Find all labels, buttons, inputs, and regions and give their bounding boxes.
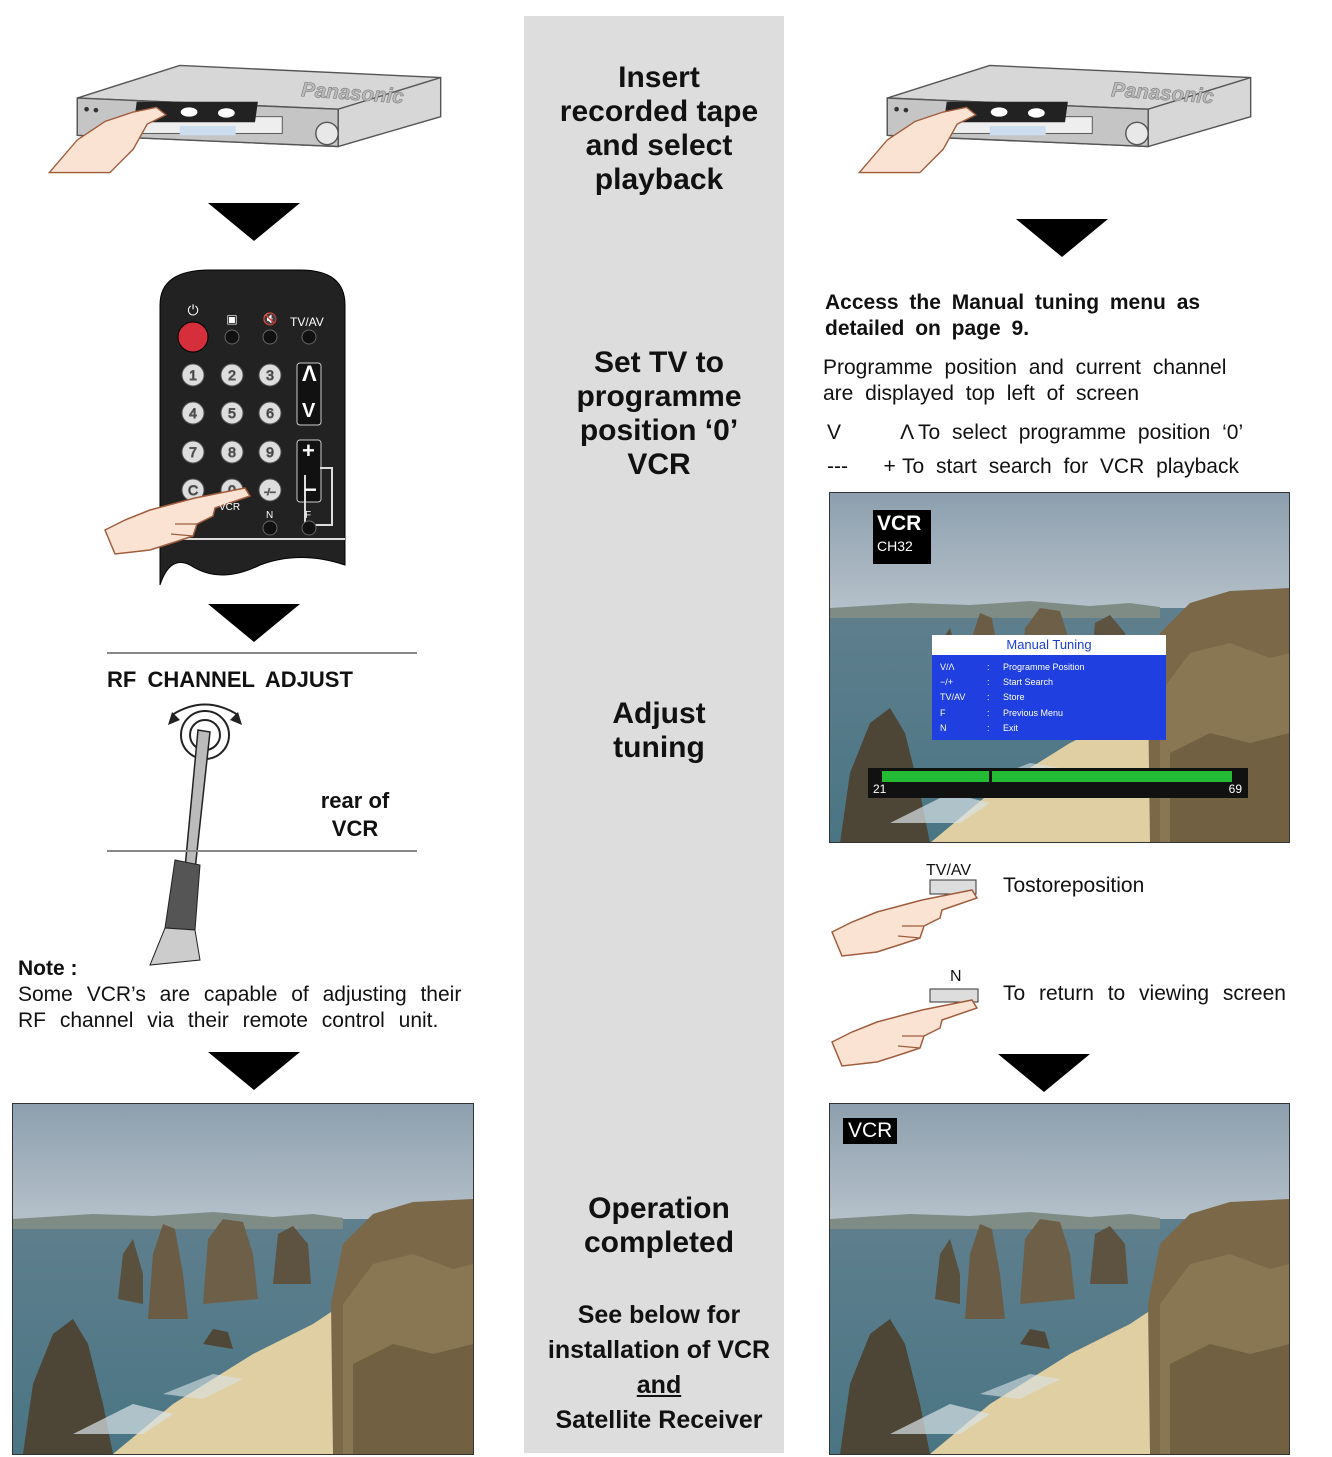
remote-key-label: 5 [228,405,236,421]
tv-screen-left [12,1103,474,1455]
remote-f-label: F [305,510,312,521]
store-hand-illustration [830,862,990,962]
tv-screen-right [829,1103,1290,1455]
remote-n-label: N [266,510,274,521]
menu-row-programme-position: V/Λ:Programme Position [940,662,1085,672]
menu-row-store: TV/AV:Store [940,692,1025,702]
return-hand-illustration [830,972,990,1072]
menu-row-start-search: −/+:Start Search [940,677,1054,687]
tuning-bar-fill [882,771,1232,782]
rf-channel-adjust-label: RF CHANNEL ADJUST [107,667,353,692]
vcr-illustration-left: Panasonic [40,56,450,196]
divider-top [107,652,417,654]
return-button-label: N [950,968,962,985]
remote-minus-key: − [304,477,317,502]
arrow-down-5 [998,1054,1090,1092]
select-keys: V Λ [827,421,915,444]
remote-vcr-label: VCR [219,502,241,513]
arrow-down-2 [208,604,300,642]
remote-key-label: 9 [266,444,274,460]
remote-key-2 [220,363,244,387]
remote-key-8 [220,440,244,464]
arrow-down-1 [208,203,300,241]
manual-tuning-menu: V/Λ:Programme Position −/+:Start Search … [932,655,1166,740]
select-programme-text: To select programme position ‘0’ [918,421,1244,444]
store-button-label: TV/AV [926,862,972,879]
remote-key-label: 8 [228,444,236,460]
osd-channel: CH32 [877,538,913,554]
arrow-down-4 [1016,219,1108,257]
remote-key-label: 2 [228,367,236,383]
svg-text:▣: ▣ [226,312,237,326]
remote-plus-key: + [302,438,315,463]
tuning-bar: 21 69 [868,768,1248,798]
remote-key-label: 7 [189,444,197,460]
manual-tuning-menu-title: Manual Tuning [932,635,1166,655]
screwdriver-illustration [140,700,260,970]
remote-key--/-- [258,478,282,502]
note-text-line-1: Some VCR’s are capable of adjusting thei… [18,983,462,1006]
vcr-illustration-right: Panasonic [850,56,1260,196]
remote-key-3 [258,363,282,387]
osd-source: VCR [877,512,922,535]
final-osd-source: VCR [843,1118,898,1144]
remote-key-6 [258,401,282,425]
remote-key-1 [181,363,205,387]
remote-control: ⏻ ▣ 🔇 123456789C0-/-- TV/AV Λ V + − VCR … [100,265,360,595]
center-strip [524,16,784,1453]
remote-key-4 [181,401,205,425]
tv-screen-tuning [829,492,1290,843]
remote-tvav-label: TV/AV [290,315,324,329]
osd-source-box: VCR CH32 [873,510,931,564]
store-text: Tostoreposition [1003,874,1145,897]
remote-key-label: 4 [189,405,197,421]
remote-key-7 [181,440,205,464]
tuning-bar-marker [988,769,992,785]
svg-text:🔇: 🔇 [263,312,278,326]
power-button [177,321,209,353]
access-menu-text: Access the Manual tuning menu as detaile… [825,291,1201,340]
remote-key-label: -/-- [264,487,276,497]
programme-position-text: Programme position and current channel a… [823,356,1227,405]
tuning-bar-max: 69 [1228,782,1242,796]
search-keys: --- + [827,455,896,478]
remote-up-key: Λ [302,361,317,386]
remote-down-key: V [302,400,316,422]
remote-key-9 [258,440,282,464]
return-text: To return to viewing screen [1003,982,1286,1005]
remote-key-label: 1 [189,367,197,383]
remote-key-5 [220,401,244,425]
menu-row-previous-menu: F:Previous Menu [940,708,1064,718]
remote-key-label: C [188,482,198,498]
svg-text:⏻: ⏻ [187,303,198,319]
arrow-down-3 [208,1052,300,1090]
remote-key-label: 3 [266,367,274,383]
step-see-below: See below for installation of VCR and Sa… [547,1301,771,1434]
divider-bottom [107,850,417,852]
tuning-bar-min: 21 [873,782,887,796]
rear-of-vcr-label: rear of VCR [320,788,390,841]
menu-row-exit: N:Exit [940,723,1019,733]
search-text: To start search for VCR playback [902,455,1239,478]
remote-key-label: 6 [266,405,274,421]
note-title: Note : [18,957,78,980]
note-text-line-2: RF channel via their remote control unit… [18,1009,439,1032]
